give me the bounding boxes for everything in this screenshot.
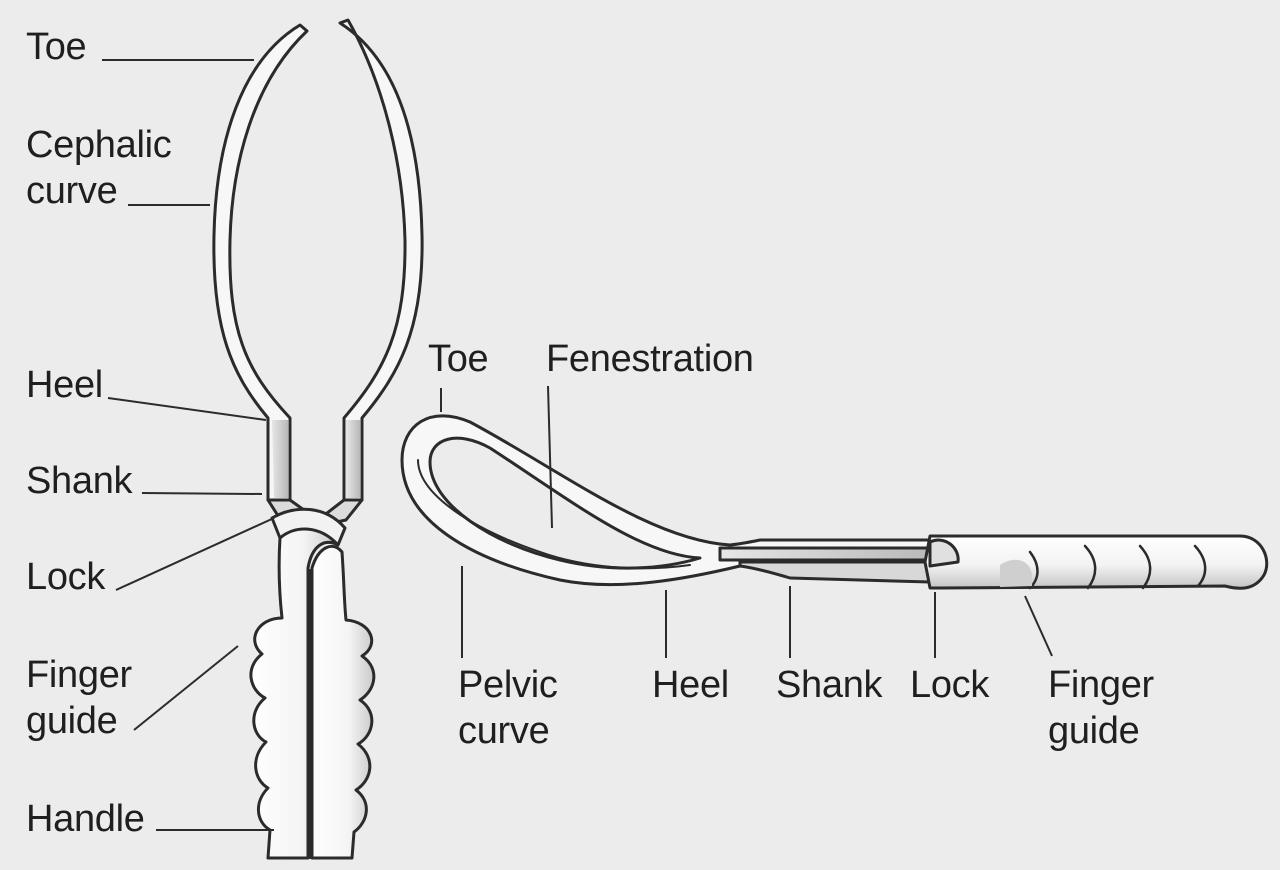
side-view-forceps [400, 414, 1269, 590]
side-handle-shade [1000, 559, 1032, 587]
label-front-finger-guide: Finger guide [26, 654, 132, 742]
label-side-fenestration: Fenestration [546, 338, 754, 380]
leader-front-finger [133, 645, 239, 731]
label-front-handle: Handle [26, 798, 145, 840]
label-front-lock: Lock [26, 556, 106, 598]
front-handle-left [249, 527, 340, 860]
front-handle-right [310, 545, 376, 860]
front-left-blade [212, 23, 309, 502]
side-handle [923, 534, 1269, 590]
side-handle-ridges [1028, 544, 1207, 590]
label-side-lock: Lock [910, 664, 990, 706]
label-front-heel: Heel [26, 364, 103, 406]
leader-side-finger [1024, 595, 1053, 657]
side-shank [718, 546, 932, 562]
label-side-shank: Shank [776, 664, 883, 706]
front-shank-shade [272, 420, 288, 498]
label-side-toe: Toe [428, 338, 489, 380]
label-front-toe: Toe [26, 26, 87, 68]
leader-lines [102, 59, 1053, 831]
front-shank-shade-right [346, 420, 360, 498]
label-front-shank: Shank [26, 460, 133, 502]
label-side-pelvic-curve: Pelvic curve [458, 664, 558, 752]
leader-front-lock [115, 517, 275, 591]
leader-front-shank [141, 492, 263, 495]
side-shank-lower [738, 560, 932, 584]
label-front-cephalic-curve: Cephalic curve [26, 124, 172, 212]
side-lock [928, 538, 960, 568]
front-view-forceps [212, 18, 424, 860]
leader-front-heel [107, 397, 267, 421]
label-side-heel: Heel [652, 664, 729, 706]
side-fenestration-rim [417, 459, 691, 570]
label-side-finger-guide: Finger guide [1048, 664, 1154, 752]
leader-side-fenestration [547, 385, 553, 529]
